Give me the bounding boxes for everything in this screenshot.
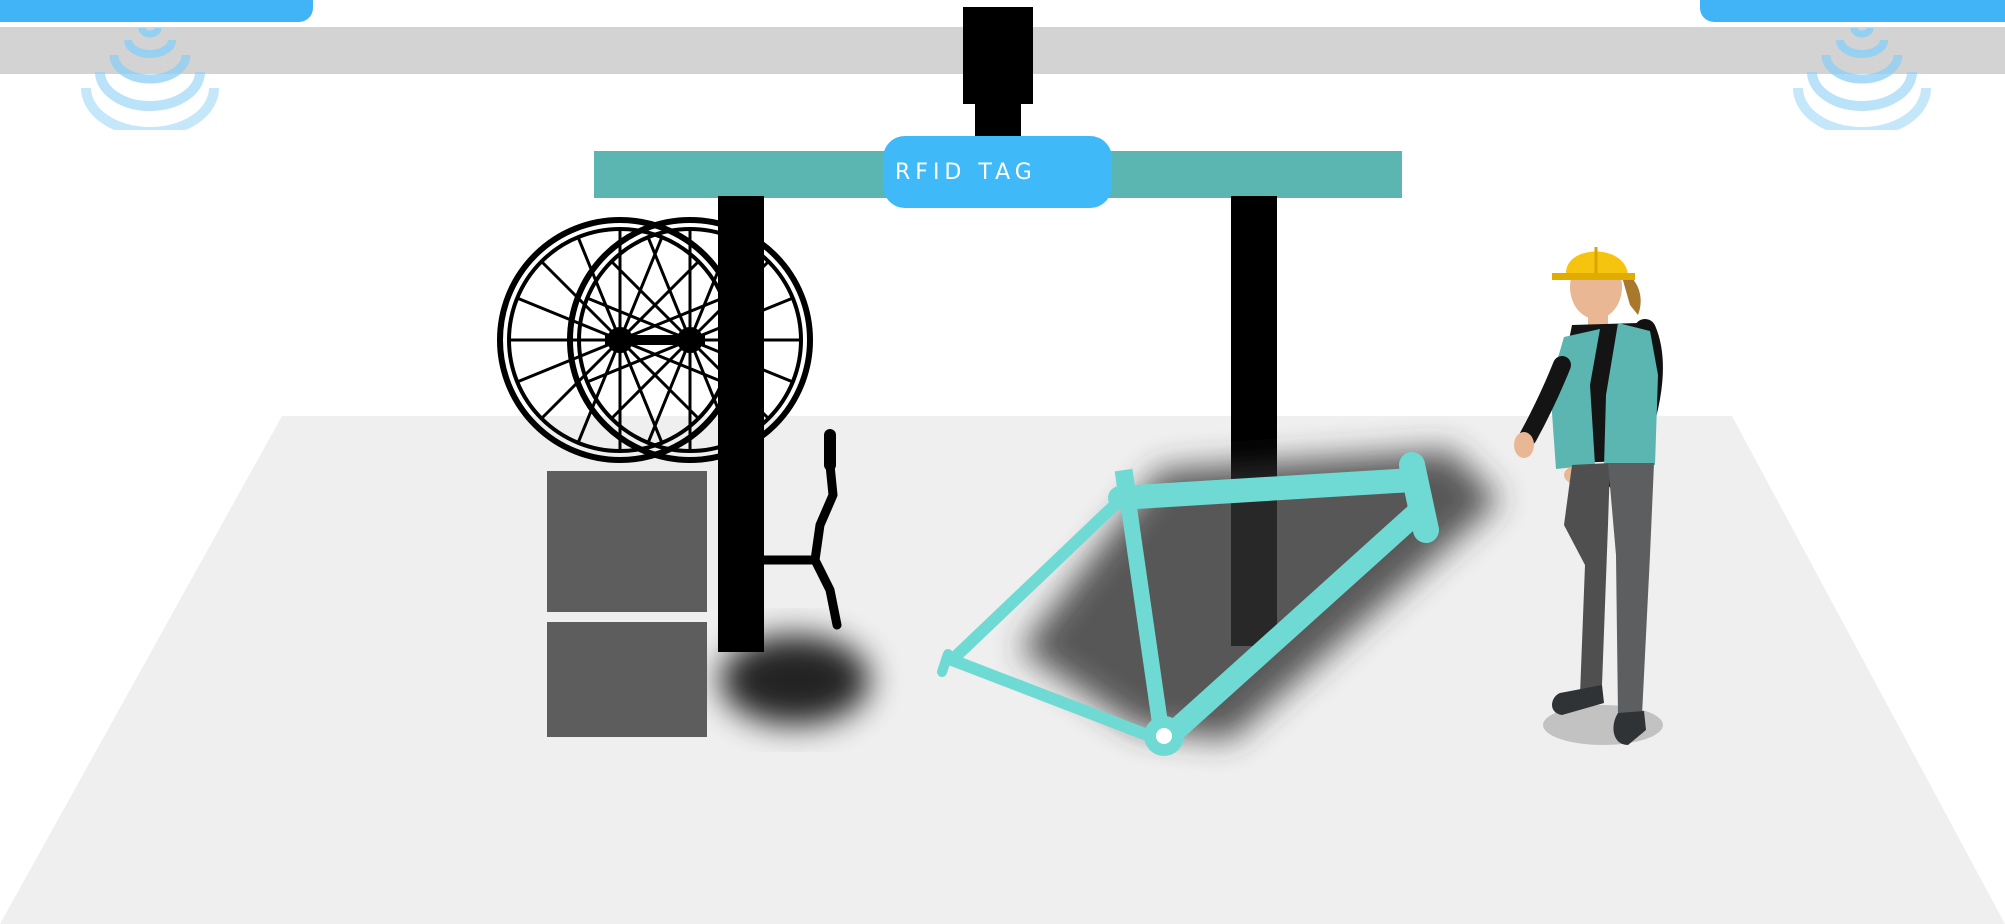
worker-figure <box>1500 225 1690 760</box>
stacked-box-bottom <box>547 622 707 737</box>
rfid-tag: RFID TAG <box>883 136 1112 208</box>
bicycle-frame-icon <box>930 450 1450 770</box>
rfid-tag-label: RFID TAG <box>895 160 1037 185</box>
stacked-box-top <box>547 471 707 612</box>
handlebar-stem-icon <box>755 425 865 665</box>
